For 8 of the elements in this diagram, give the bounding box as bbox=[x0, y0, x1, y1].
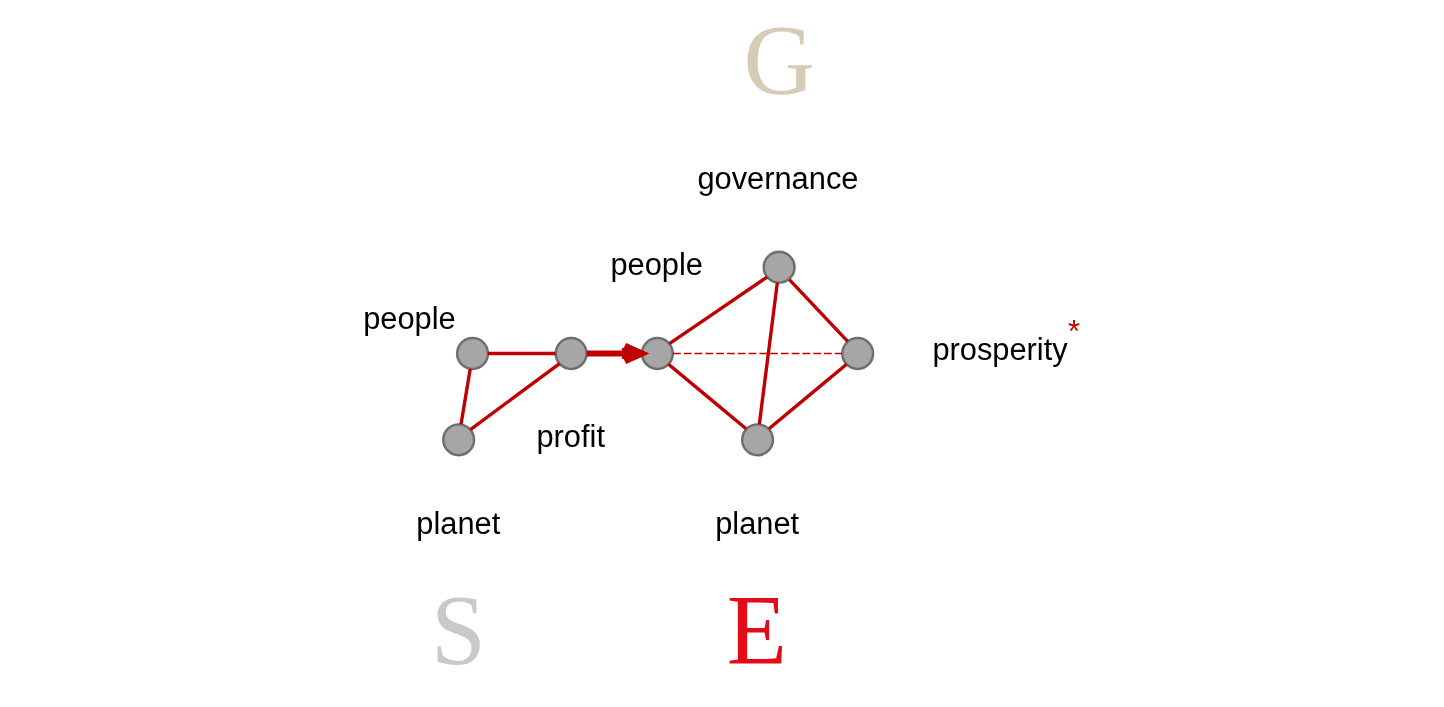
node-label: planet bbox=[714, 505, 799, 541]
node-label: planet bbox=[415, 505, 500, 541]
label: G bbox=[743, 5, 815, 115]
label: E bbox=[726, 575, 787, 685]
node-label: governance bbox=[696, 160, 858, 196]
node-label: profit bbox=[535, 419, 605, 455]
node-label: people bbox=[609, 246, 703, 282]
node-label: people bbox=[362, 300, 456, 336]
